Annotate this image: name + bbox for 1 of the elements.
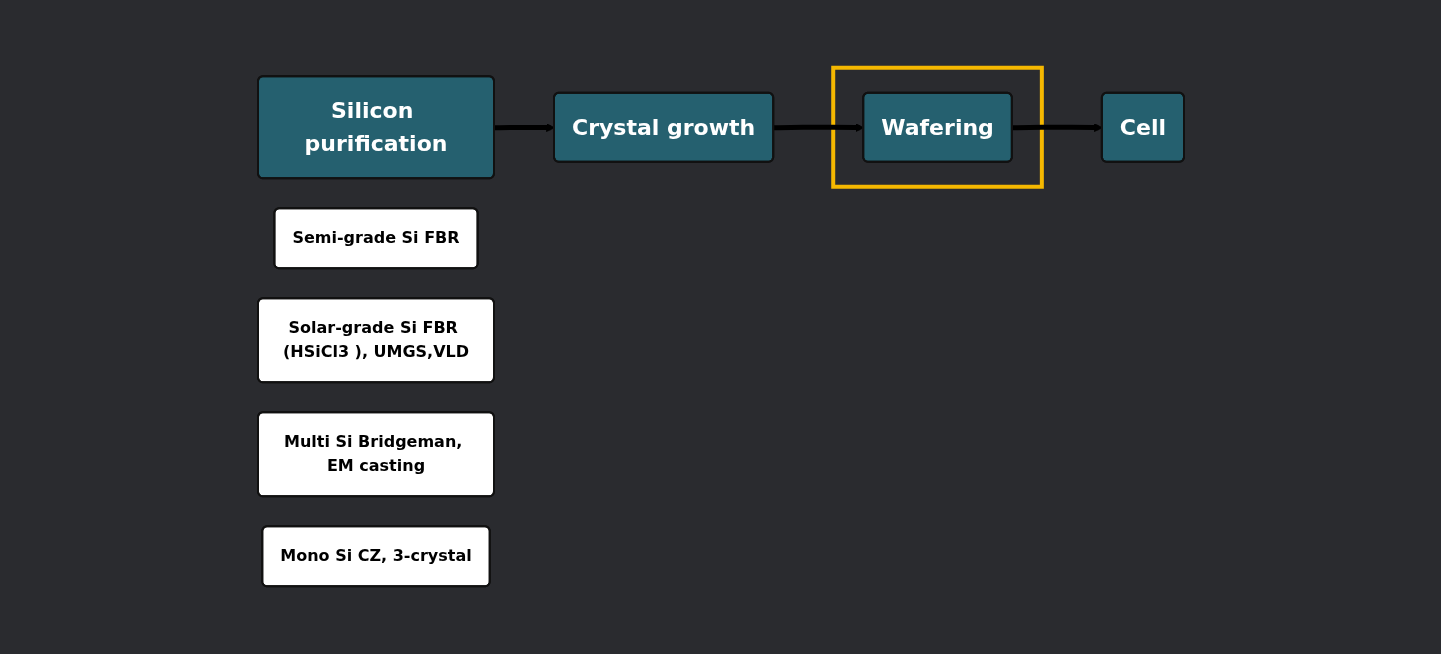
cluster <box>830 65 1044 189</box>
